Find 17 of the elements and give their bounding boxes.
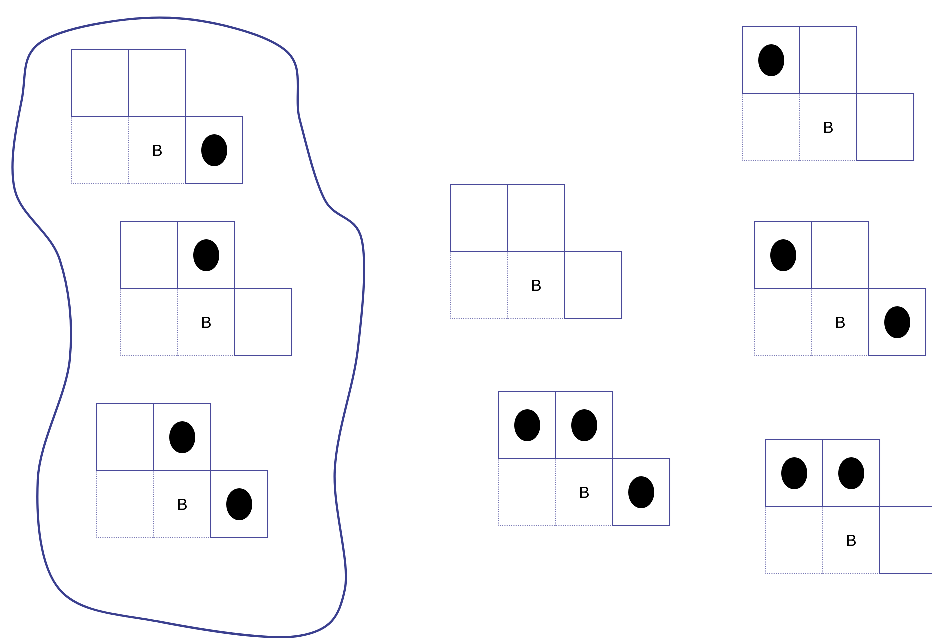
node-label: B [580, 487, 590, 498]
cell-grid: B [120, 222, 292, 356]
node-label: B [847, 535, 856, 546]
node-label: B [202, 317, 211, 328]
node-label: B [178, 499, 187, 510]
node-label: B [153, 145, 162, 156]
cell-grid: B [96, 404, 268, 538]
cell-grid: B [754, 222, 926, 356]
node-label: B [532, 280, 542, 292]
cell-grid: B [450, 184, 622, 320]
cell-grid: B [498, 392, 670, 526]
node-label: B [824, 122, 834, 134]
outline-blob [12, 16, 366, 638]
cell-grid: B [72, 50, 244, 184]
cell-grid: B [742, 26, 914, 162]
cell-grid: B [766, 440, 932, 574]
node-label: B [836, 317, 846, 328]
